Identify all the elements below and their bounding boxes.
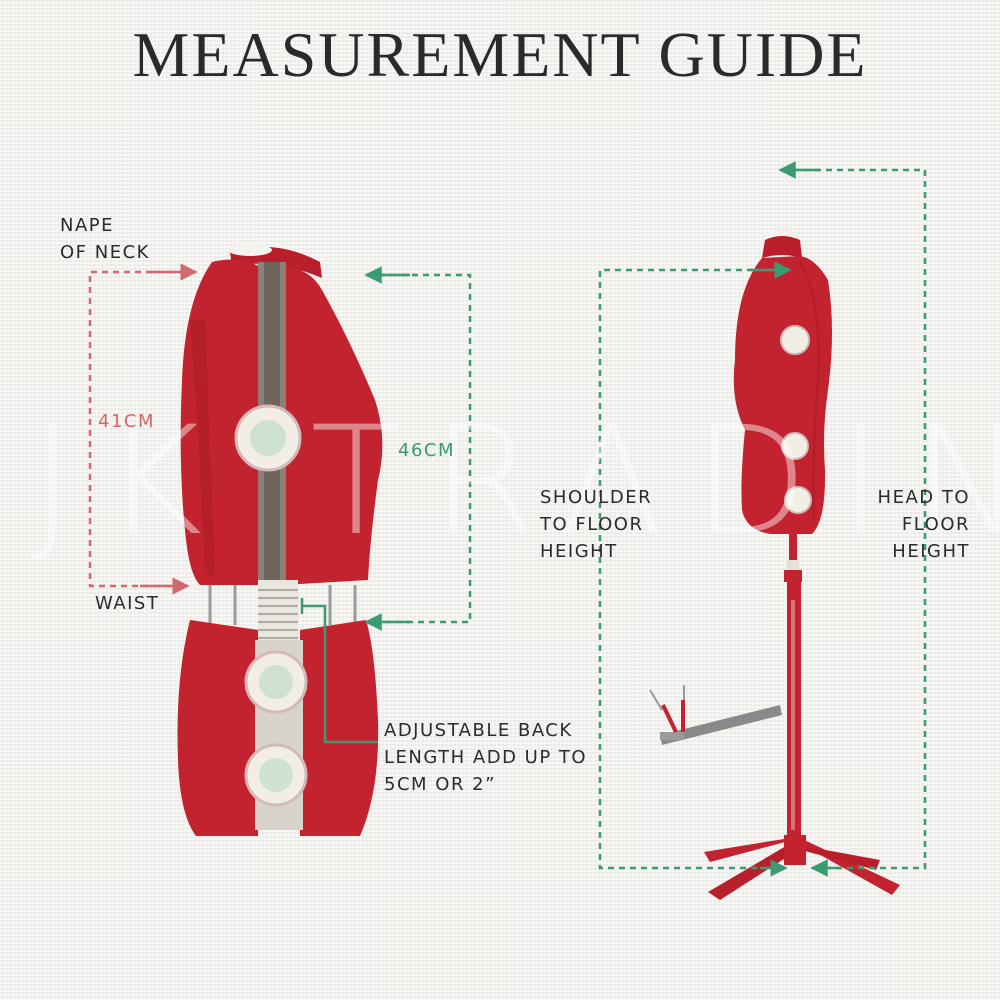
measure-shoulder-to-floor <box>598 268 786 870</box>
shoulder-label-line: HEIGHT <box>540 541 618 562</box>
shoulder-to-floor-label: SHOULDER TO FLOOR HEIGHT <box>540 484 652 565</box>
head-label-line: HEAD TO <box>877 487 970 508</box>
length-41cm-label: 41CM <box>98 411 156 432</box>
waist-label: WAIST <box>95 593 160 614</box>
head-label-line: HEIGHT <box>892 541 970 562</box>
measure-41cm <box>88 270 196 588</box>
full-dress-form-illustration <box>649 230 900 900</box>
shoulder-label-line: SHOULDER <box>540 487 653 508</box>
head-to-floor-label: HEAD TO FLOOR HEIGHT <box>830 484 970 565</box>
measure-46cm <box>368 273 472 624</box>
adjust-label-line: ADJUSTABLE BACK <box>384 720 573 741</box>
head-label-line: FLOOR <box>901 514 970 535</box>
page-title: MEASUREMENT GUIDE <box>132 19 868 90</box>
watermark-text: JK TRADING <box>30 395 1000 569</box>
length-46cm-label: 46CM <box>398 440 456 461</box>
nape-of-neck-label: NAPE OF NECK <box>60 212 150 266</box>
nape-label-line: OF NECK <box>60 242 150 263</box>
shoulder-label-line: TO FLOOR <box>540 514 644 535</box>
adjust-label-line: LENGTH ADD UP TO <box>384 747 588 768</box>
nape-label-line: NAPE <box>60 215 115 236</box>
adjustable-back-length-label: ADJUSTABLE BACK LENGTH ADD UP TO 5CM OR … <box>384 717 587 798</box>
adjust-label-line: 5CM OR 2” <box>384 774 496 795</box>
adjustable-length-bracket <box>302 604 378 744</box>
measure-head-to-floor <box>782 168 927 870</box>
back-torso-illustration <box>177 244 383 836</box>
